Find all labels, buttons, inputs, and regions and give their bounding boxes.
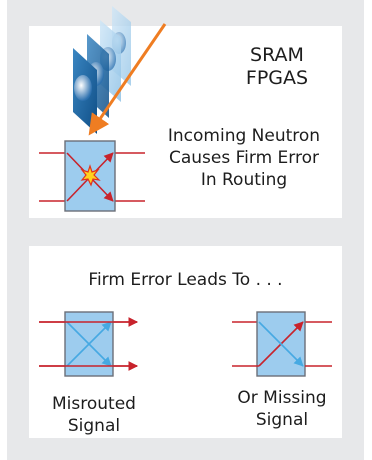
missing-signal-switch — [232, 311, 332, 377]
neutron-trajectory-arrow — [88, 23, 167, 136]
caption-line-2: Causes Firm Error — [169, 148, 319, 168]
firm-error-burst-icon — [80, 164, 101, 187]
diagram-graphics — [39, 6, 332, 377]
caption-line-1: Incoming Neutron — [167, 126, 321, 146]
figure-background: SRAM FPGAS Incoming Neutron Causes Firm … — [7, 0, 364, 460]
misrouted-signal-switch — [39, 311, 138, 377]
misrouted-caption-line-1: Misrouted — [52, 394, 136, 414]
title-line-2: FPGAS — [245, 67, 309, 89]
caption-line-3: In Routing — [200, 170, 288, 190]
missing-caption-line-1: Or Missing — [237, 388, 327, 408]
misrouted-caption-line-2: Signal — [67, 416, 121, 436]
missing-caption-line-2: Signal — [255, 410, 309, 430]
bottom-heading: Firm Error Leads To . . . — [88, 270, 283, 290]
title-line-1: SRAM — [250, 44, 304, 66]
routing-switch-faulty — [39, 140, 145, 212]
